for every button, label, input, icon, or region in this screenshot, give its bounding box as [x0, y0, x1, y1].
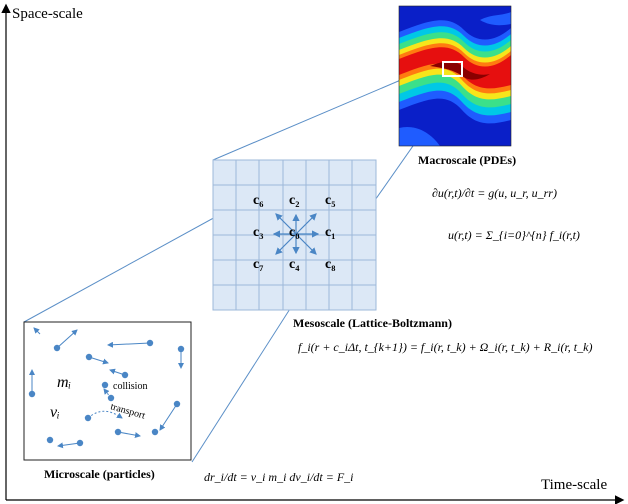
zoom-window: [442, 61, 463, 77]
direction-c2: c₂: [289, 193, 300, 208]
direction-c5: c₅: [325, 193, 336, 208]
direction-c6: c₆: [253, 193, 264, 208]
macroscale-equation-1: ∂u(r,t)/∂t = g(u, u_r, u_rr): [432, 186, 557, 200]
macroscale-contour-plot: [399, 6, 511, 146]
macroscale-caption: Macroscale (PDEs): [418, 153, 517, 167]
x-axis-label: Time-scale: [541, 477, 608, 493]
direction-c7: c₇: [253, 257, 264, 272]
collision-label: collision: [113, 381, 148, 392]
direction-c1: c₁: [325, 225, 336, 240]
lattice-grid: [212, 159, 377, 311]
macroscale-equation-2: u(r,t) = Σ_{i=0}^{n} f_i(r,t): [448, 228, 580, 242]
mesoscale-caption: Mesoscale (Lattice-Boltzmann): [293, 316, 452, 330]
direction-c4: c₄: [289, 257, 300, 272]
velocity-label: vᵢ: [50, 404, 60, 421]
microscale-equation: dr_i/dt = v_i m_i dv_i/dt = F_i: [204, 470, 354, 484]
direction-c0: c₀: [289, 225, 300, 240]
y-axis-label: Space-scale: [12, 6, 83, 22]
mass-label: mᵢ: [57, 374, 72, 391]
particle-velocities: [29, 327, 184, 449]
direction-c3: c₃: [253, 225, 264, 240]
mesoscale-equation: f_i(r + c_iΔt, t_{k+1}) = f_i(r, t_k) + …: [298, 340, 593, 354]
direction-c8: c₈: [325, 257, 336, 272]
microscale-caption: Microscale (particles): [44, 467, 155, 481]
